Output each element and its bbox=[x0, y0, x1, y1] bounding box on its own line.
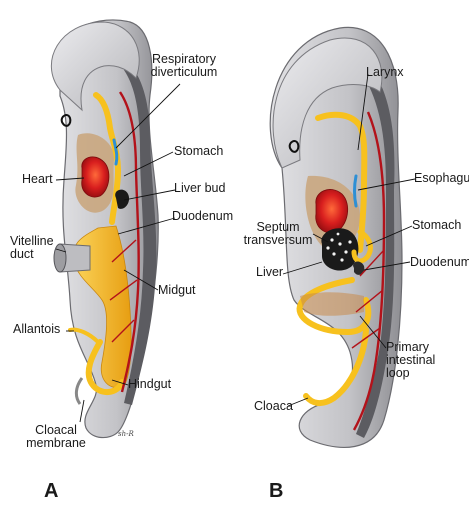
label-primary-intestinal-loop-line1: Primary bbox=[386, 340, 429, 354]
label-esophagus: Esophagus bbox=[414, 172, 469, 185]
label-cloacal-membrane-line2: membrane bbox=[26, 436, 86, 450]
panel-b-esophagus-lung bbox=[355, 176, 357, 206]
label-larynx: Larynx bbox=[366, 66, 404, 79]
panel-a-letter: A bbox=[44, 480, 58, 503]
label-vitelline-duct: Vitelline duct bbox=[10, 235, 54, 261]
label-septum-transversum-line2: transversum bbox=[244, 233, 313, 247]
label-respiratory-diverticulum: Respiratory diverticulum bbox=[148, 53, 220, 79]
label-respiratory-diverticulum-line1: Respiratory bbox=[152, 52, 216, 66]
panel-a-vitelline-opening bbox=[54, 244, 66, 272]
label-liver-bud: Liver bud bbox=[174, 182, 225, 195]
label-cloacal-membrane: Cloacal membrane bbox=[22, 424, 90, 450]
panel-b-letter: B bbox=[269, 480, 283, 503]
label-hindgut: Hindgut bbox=[128, 378, 171, 391]
label-cloacal-membrane-line1: Cloacal bbox=[35, 423, 77, 437]
panel-a-heart bbox=[82, 157, 109, 197]
label-allantois: Allantois bbox=[13, 323, 60, 336]
label-vitelline-duct-line2: duct bbox=[10, 247, 34, 261]
label-stomach-b: Stomach bbox=[412, 219, 461, 232]
illustrator-signature: sh-R bbox=[118, 430, 134, 438]
label-primary-intestinal-loop: Primary intestinal loop bbox=[386, 341, 435, 380]
label-midgut: Midgut bbox=[158, 284, 196, 297]
panel-b-heart bbox=[316, 189, 348, 232]
label-septum-transversum: Septum transversum bbox=[240, 221, 316, 247]
label-duodenum-b: Duodenum bbox=[410, 256, 469, 269]
label-vitelline-duct-line1: Vitelline bbox=[10, 234, 54, 248]
panel-a-embryo bbox=[51, 20, 158, 438]
label-liver: Liver bbox=[256, 266, 283, 279]
label-respiratory-diverticulum-line2: diverticulum bbox=[151, 65, 218, 79]
label-primary-intestinal-loop-line3: loop bbox=[386, 366, 410, 380]
label-duodenum-a: Duodenum bbox=[172, 210, 233, 223]
label-stomach-a: Stomach bbox=[174, 145, 223, 158]
label-cloaca: Cloaca bbox=[254, 400, 293, 413]
panel-b-mesentery bbox=[300, 292, 364, 316]
label-heart: Heart bbox=[22, 173, 53, 186]
label-primary-intestinal-loop-line2: intestinal bbox=[386, 353, 435, 367]
panel-a-cloacal-membrane bbox=[76, 378, 82, 404]
label-septum-transversum-line1: Septum bbox=[256, 220, 299, 234]
panel-b-liver bbox=[321, 228, 358, 270]
